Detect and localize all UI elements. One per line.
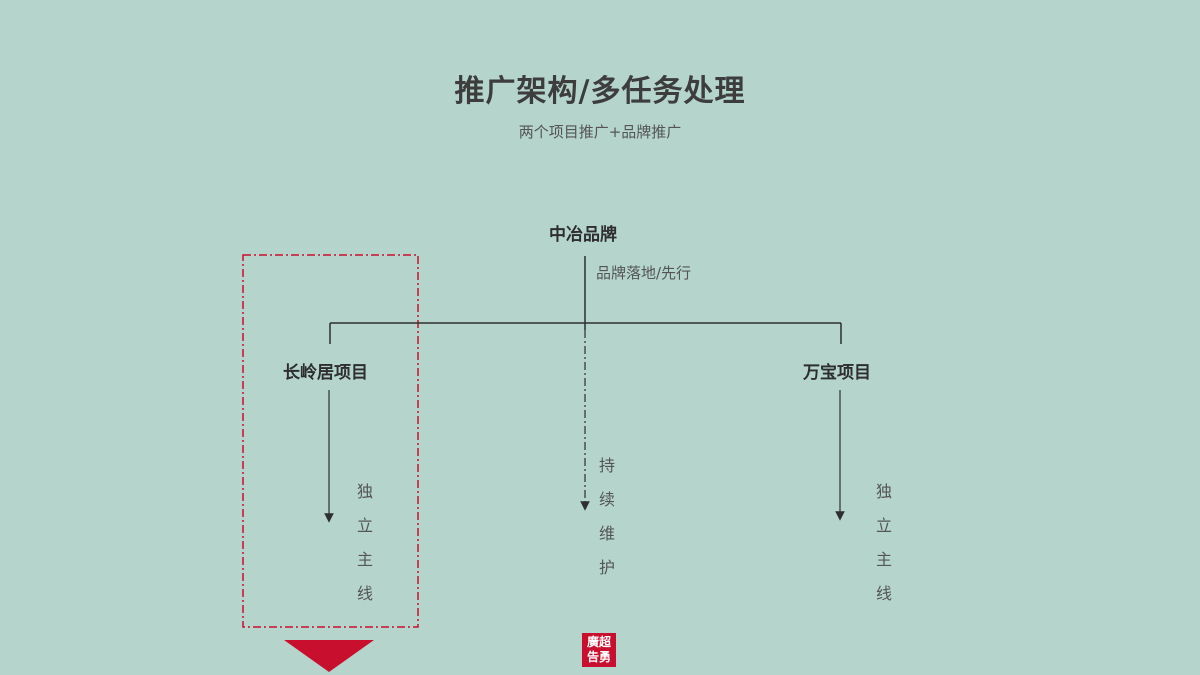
highlight-box <box>242 254 419 628</box>
left-vertical-text: 独立主线 <box>356 482 373 603</box>
down-triangle-icon <box>284 640 374 672</box>
right-node-label: 万宝项目 <box>803 363 871 383</box>
left-node-label: 长岭居项目 <box>283 363 368 383</box>
root-node-label: 中冶品牌 <box>549 225 617 245</box>
right-vertical-text: 独立主线 <box>875 482 892 603</box>
brand-logo: 廣超告勇 <box>582 633 616 667</box>
page-subtitle: 两个项目推广+品牌推广 <box>518 123 682 141</box>
center-vertical-text: 持续维护 <box>598 456 615 577</box>
root-node-note: 品牌落地/先行 <box>596 264 692 282</box>
brand-logo-text: 廣超告勇 <box>586 635 611 664</box>
page-title: 推广架构/多任务处理 <box>454 74 746 109</box>
